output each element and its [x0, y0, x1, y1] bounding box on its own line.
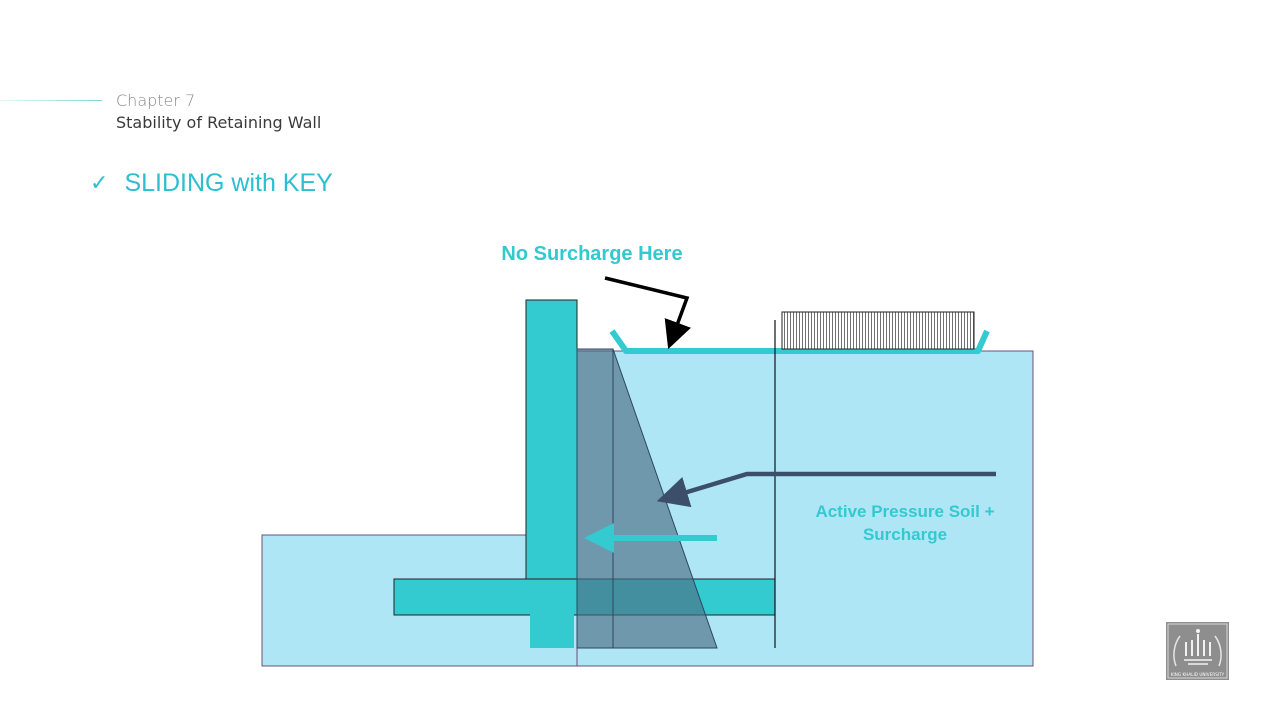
surcharge-line [609, 329, 990, 354]
chapter-label: Chapter 7 [116, 91, 196, 110]
active-pressure-arrow [656, 471, 996, 508]
active-pressure-label: Active Pressure Soil + Surcharge [815, 502, 995, 544]
no-surcharge-arrow [604, 276, 691, 350]
slide-title: SLIDING with KEY [124, 168, 333, 197]
wall-stem [525, 299, 578, 580]
shear-key [530, 614, 574, 648]
pressure-diagram [576, 348, 718, 649]
checkmark-icon: ✓ [90, 170, 109, 196]
header-rule [0, 100, 102, 101]
surcharge-load [781, 311, 975, 350]
svg-text:KING KHALID UNIVERSITY: KING KHALID UNIVERSITY [1171, 672, 1225, 677]
slide-heading: ✓ SLIDING with KEY [90, 168, 333, 198]
university-logo: KING KHALID UNIVERSITY [1166, 622, 1229, 680]
chapter-subtitle: Stability of Retaining Wall [116, 113, 322, 132]
no-surcharge-label: No Surcharge Here [501, 243, 683, 265]
